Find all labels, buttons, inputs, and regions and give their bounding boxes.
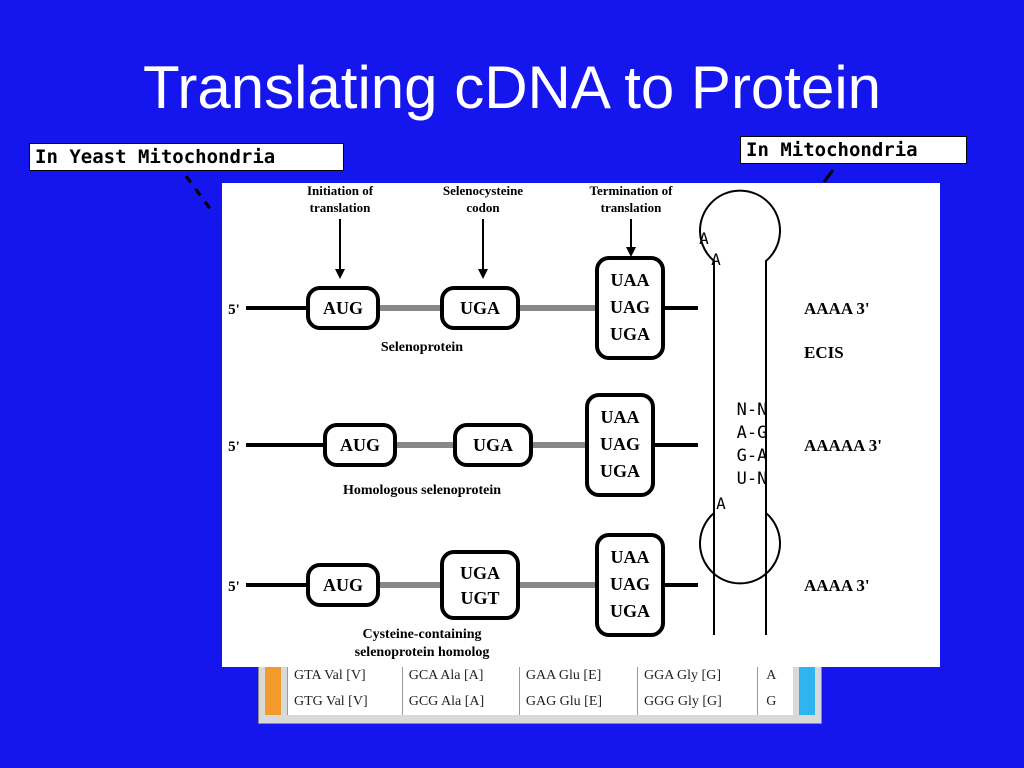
row-caption: selenoprotein homolog <box>355 645 490 660</box>
table-cell: GTG Val [V] <box>287 689 403 715</box>
table-cell-base: G <box>757 689 793 715</box>
label-initiation: translation <box>310 200 371 215</box>
sec-codon: UGA <box>473 435 513 455</box>
hairpin-base-pair: N-N <box>737 400 768 420</box>
five-prime-label: 5' <box>228 302 240 318</box>
sec-codon: UGT <box>460 588 499 608</box>
start-codon-box <box>323 423 397 467</box>
codon-table-grid: GTA Val [V] GCA Ala [A] GAA Glu [E] GGA … <box>287 663 793 715</box>
row-caption: Cysteine-containing <box>363 627 482 642</box>
stop-codon-box <box>595 256 665 360</box>
codon-table-right-strip <box>799 663 815 715</box>
stop-codon: UGA <box>600 461 640 481</box>
start-codon-box <box>306 563 380 607</box>
table-cell: GCA Ala [A] <box>401 663 520 689</box>
hairpin-base: A <box>711 250 721 269</box>
hairpin-base-pair: A-G <box>737 423 768 443</box>
table-cell: GCG Ala [A] <box>401 689 520 715</box>
five-prime-label: 5' <box>228 579 240 595</box>
mrna-diagram: Initiation of translation Selenocysteine co… <box>222 183 940 667</box>
five-prime-label: 5' <box>228 439 240 455</box>
table-cell: GTA Val [V] <box>287 663 403 689</box>
slide-title: Translating cDNA to Protein <box>142 54 882 121</box>
table-cell: GGA Gly [G] <box>636 663 758 689</box>
sec-codon: UGA <box>460 563 500 583</box>
stop-codon: UAA <box>611 547 650 567</box>
arrow-selenocysteine-head <box>478 269 488 279</box>
hairpin-base: A <box>699 229 709 248</box>
label-termination: translation <box>601 200 662 215</box>
start-codon: AUG <box>340 435 380 455</box>
mrna-diagram-svg: Initiation of translation Selenocysteine co… <box>228 183 882 660</box>
start-codon: AUG <box>323 575 363 595</box>
arrow-initiation-head <box>335 269 345 279</box>
stop-codon: UAG <box>600 434 640 454</box>
stop-codon: UGA <box>610 601 650 621</box>
stop-codon: UAG <box>610 574 650 594</box>
yeast-callout-leader <box>184 175 216 215</box>
poly-a-tail: AAAA 3' <box>804 299 870 318</box>
hairpin-internal-loop <box>699 512 781 585</box>
table-cell: GAA Glu [E] <box>518 663 638 689</box>
poly-a-tail: AAAA 3' <box>804 576 870 595</box>
table-cell: GGG Gly [G] <box>636 689 758 715</box>
hairpin-base-pair: G-A <box>737 446 768 466</box>
start-codon-box <box>306 286 380 330</box>
table-row: GTA Val [V] GCA Ala [A] GAA Glu [E] GGA … <box>287 663 793 689</box>
sec-codon-box <box>453 423 533 467</box>
arrow-termination-head <box>626 247 636 257</box>
label-termination: Termination of <box>590 183 674 198</box>
stop-codon: UAA <box>601 407 640 427</box>
row-caption: Homologous selenoprotein <box>343 483 501 498</box>
table-cell: GAG Glu [E] <box>518 689 638 715</box>
sec-codon-box <box>440 286 520 330</box>
sec-codon: UGA <box>460 298 500 318</box>
stop-codon: UAA <box>611 270 650 290</box>
stop-codon: UAG <box>610 297 650 317</box>
row-caption: Selenoprotein <box>381 340 463 355</box>
table-row: GTG Val [V] GCG Ala [A] GAG Glu [E] GGG … <box>287 689 793 715</box>
mito-callout-leader <box>822 169 835 183</box>
stop-codon-box <box>595 533 665 637</box>
stop-codon-box <box>585 393 655 497</box>
poly-a-tail: AAAAA 3' <box>804 436 882 455</box>
sec-codon-box <box>440 550 520 620</box>
table-cell-base: A <box>757 663 793 689</box>
label-initiation: Initiation of <box>307 183 374 198</box>
label-selenocysteine-codon: codon <box>466 200 500 215</box>
hairpin-bulge: A <box>716 494 726 513</box>
callout-yeast-mitochondria: In Yeast Mitochondria <box>29 143 344 171</box>
codon-table-left-strip <box>265 663 281 715</box>
label-selenocysteine-codon: Selenocysteine <box>443 183 523 198</box>
start-codon: AUG <box>323 298 363 318</box>
stop-codon: UGA <box>610 324 650 344</box>
hairpin-base-pair: U-N <box>737 469 768 489</box>
hairpin-stem-upper <box>699 189 781 635</box>
secis-label: ECIS <box>804 343 844 362</box>
callout-mitochondria: In Mitochondria <box>740 136 967 164</box>
